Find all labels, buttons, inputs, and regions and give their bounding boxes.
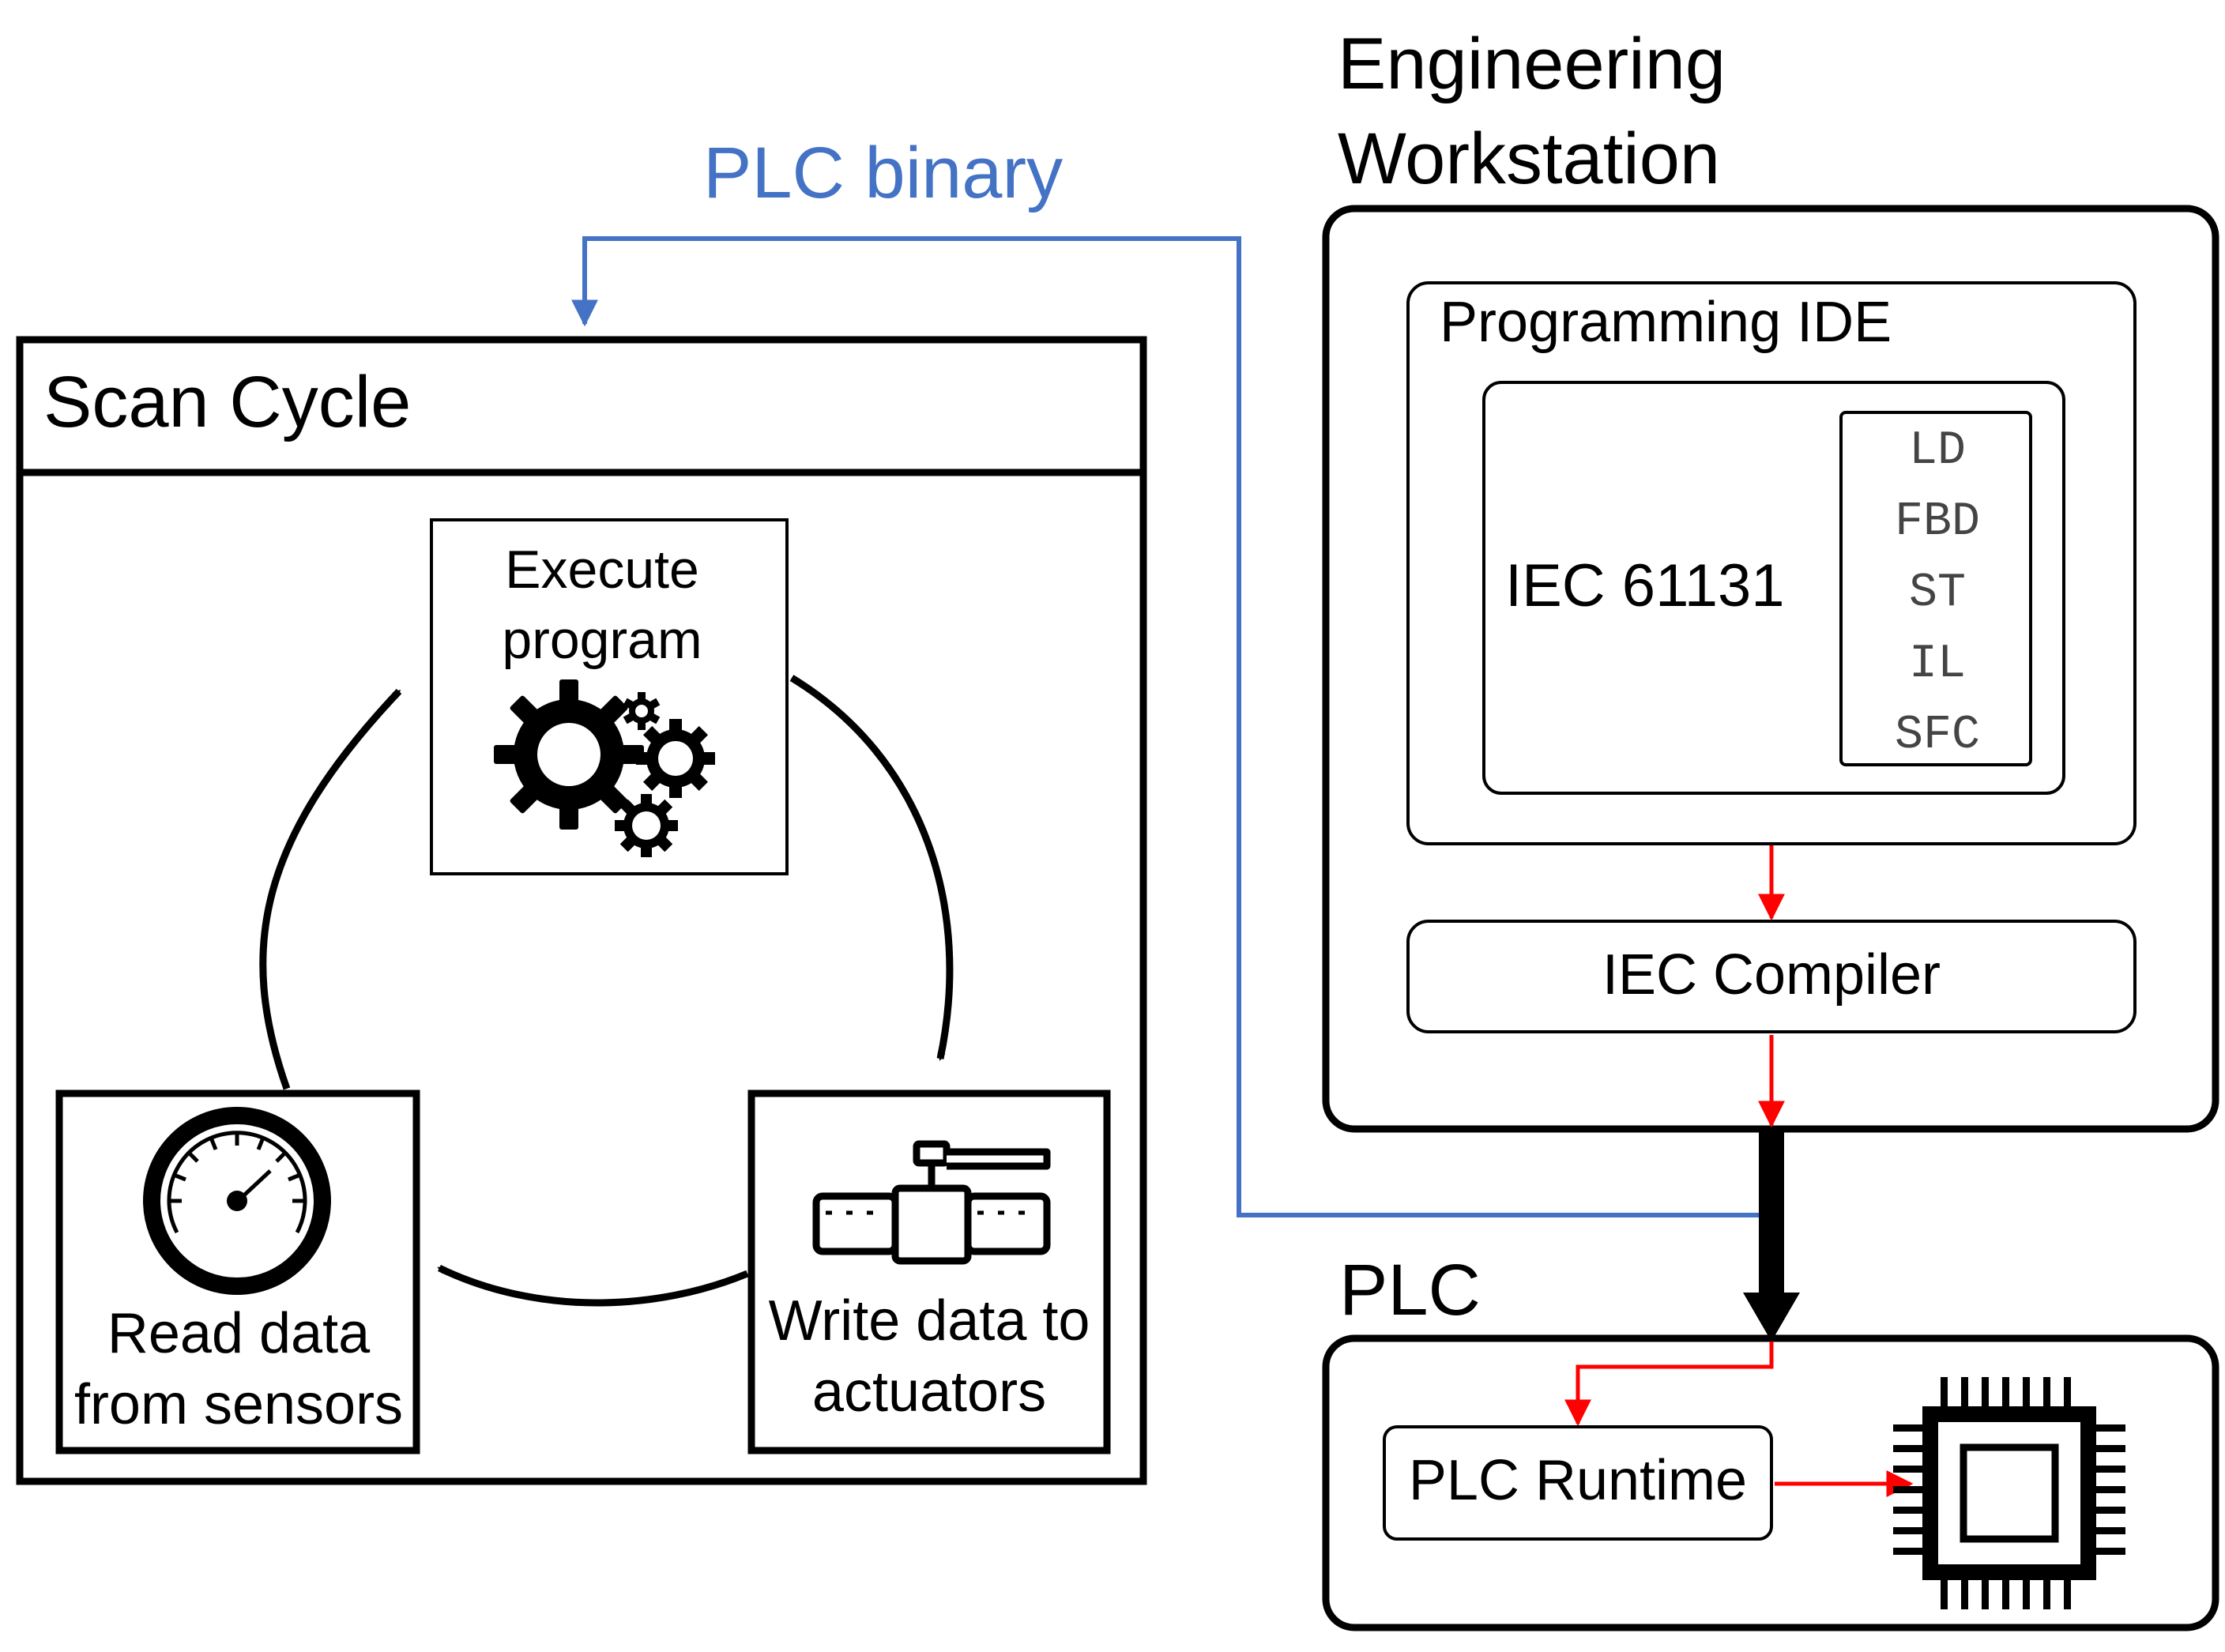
scan-cycle-title: Scan Cycle: [43, 362, 411, 442]
valve-icon: [812, 1140, 1051, 1265]
write-label-line1: Write data to: [769, 1289, 1090, 1353]
read-label-line2: from sensors: [74, 1373, 403, 1436]
execute-program-box: Execute program: [430, 518, 789, 875]
arrow-read-to-execute: [259, 688, 402, 1090]
arrow-write-to-read: [437, 1264, 749, 1307]
execute-label-line1: Execute: [505, 540, 699, 600]
read-label-line1: Read data: [107, 1302, 371, 1365]
ide-title: Programming IDE: [1440, 291, 1892, 354]
language-il: IL: [1909, 638, 1966, 691]
iec-compiler-box: IEC Compiler: [1406, 920, 2137, 1033]
engineering-workstation: Engineering Workstation Programming IDE …: [1322, 24, 2219, 1133]
plc-runtime-box: PLC Runtime: [1383, 1425, 1773, 1541]
plc-binary-label: PLC binary: [703, 133, 1063, 213]
language-fbd: FBD: [1895, 495, 1980, 549]
write-label-line2: actuators: [812, 1360, 1046, 1424]
deploy-arrow: [1743, 1129, 1800, 1342]
programming-ide-box: Programming IDE IEC 61131 LD FBD ST IL S…: [1406, 281, 2137, 845]
language-sfc: SFC: [1895, 709, 1980, 762]
workstation-title-line2: Workstation: [1338, 119, 1720, 199]
execute-label-line2: program: [502, 610, 702, 670]
read-sensors-box: Read data from sensors: [55, 1089, 420, 1454]
cycle-arrows: [259, 675, 954, 1307]
plc-title: PLC: [1339, 1250, 1481, 1330]
plc-panel: PLC PLC Runtime: [1322, 1250, 2219, 1631]
plc-runtime-label: PLC Runtime: [1409, 1449, 1747, 1512]
gears-icon: [494, 679, 715, 857]
scan-cycle-panel: Scan Cycle: [16, 336, 1147, 1485]
workstation-title-line1: Engineering: [1338, 24, 1726, 104]
plc-binary-connector: PLC binary: [571, 133, 1770, 1217]
language-list: LD FBD ST IL SFC: [1895, 424, 1980, 762]
iec-standard-label: IEC 61131: [1505, 552, 1785, 619]
gauge-icon: [143, 1107, 331, 1295]
arrow-to-runtime: [1564, 1342, 1774, 1427]
language-st: ST: [1909, 566, 1966, 620]
iec-compiler-label: IEC Compiler: [1602, 943, 1941, 1007]
write-actuators-box: Write data to actuators: [747, 1089, 1111, 1454]
language-ld: LD: [1909, 424, 1966, 478]
arrow-execute-to-write: [789, 675, 954, 1061]
cpu-chip-icon: [1893, 1377, 2125, 1609]
